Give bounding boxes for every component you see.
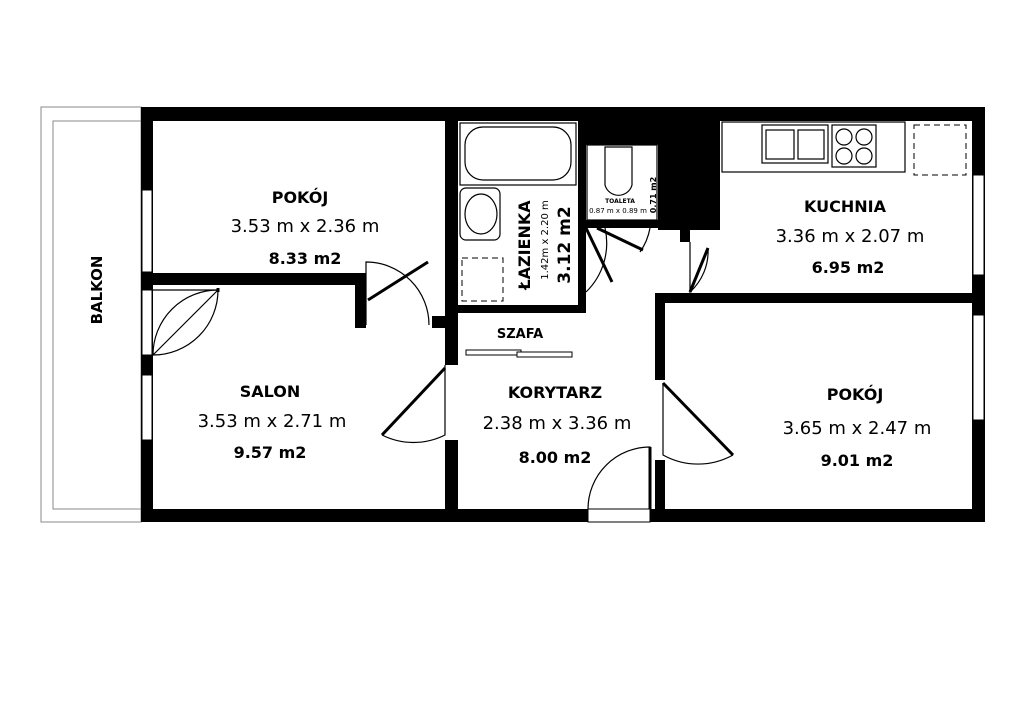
stove-icon (831, 124, 877, 168)
wardrobe-sliding-doors (465, 349, 573, 358)
sink-icon (459, 187, 501, 241)
kitchen-sink-icon (721, 121, 906, 173)
lazienka-name: ŁAZIENKA (515, 200, 534, 291)
kuchnia-dims: 3.36 m x 2.07 m (776, 226, 925, 247)
toaleta-area: 0.71 m2 (649, 177, 658, 213)
corridor-entrance-gap (587, 508, 651, 523)
doors (152, 226, 735, 510)
walls (141, 107, 985, 522)
balkon-label: BALKON (88, 256, 106, 325)
fridge-outline (913, 124, 967, 176)
kuchnia-name: KUCHNIA (804, 197, 887, 216)
pokoj2-name: POKÓJ (827, 385, 884, 404)
toaleta-name: TOALETA (605, 198, 635, 205)
pokoj2-dims: 3.65 m x 2.47 m (783, 418, 932, 439)
szafa-label: SZAFA (497, 327, 543, 342)
shower-outline (461, 257, 504, 302)
korytarz-name: KORYTARZ (508, 383, 602, 402)
kuchnia-area: 6.95 m2 (812, 258, 885, 277)
lazienka-area: 3.12 m2 (555, 206, 575, 283)
salon-name: SALON (240, 382, 301, 401)
toaleta-dims: 0.87 m x 0.89 m (589, 207, 647, 215)
windows (141, 174, 985, 441)
pokoj1-name: POKÓJ (272, 188, 329, 207)
salon-dims: 3.53 m x 2.71 m (198, 411, 347, 432)
pokoj1-area: 8.33 m2 (269, 249, 342, 268)
pokoj1-dims: 3.53 m x 2.36 m (231, 216, 380, 237)
lazienka-dims: 1.42m x 2.20 m (540, 200, 551, 279)
salon-area: 9.57 m2 (234, 443, 307, 462)
bathtub-icon (459, 122, 577, 186)
korytarz-dims: 2.38 m x 3.36 m (483, 413, 632, 434)
pokoj2-area: 9.01 m2 (821, 451, 894, 470)
toilet-icon (586, 144, 658, 221)
korytarz-area: 8.00 m2 (519, 448, 592, 467)
